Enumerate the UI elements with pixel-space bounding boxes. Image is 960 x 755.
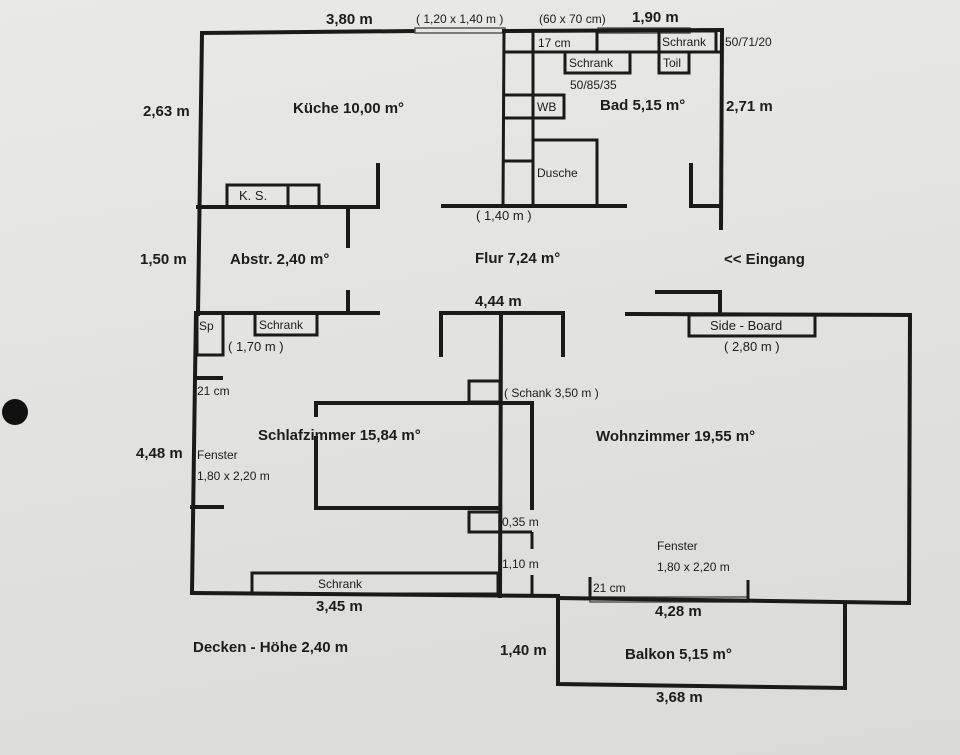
wall-top-left	[199, 28, 418, 36]
wall-schlaf-left-top	[192, 310, 199, 381]
dim-17cm: 17 cm	[538, 36, 571, 50]
bad-window-size: (60 x 70 cm)	[539, 12, 606, 26]
schrank-bad-size: 50/85/35	[570, 78, 617, 92]
sideboard-label: Side - Board	[710, 318, 783, 333]
dim-035: 0,35 m	[502, 515, 539, 529]
dim-bad-height: 2,71 m	[726, 98, 773, 115]
schrank-bad-top-label: Schrank	[662, 35, 707, 49]
sideboard-box	[687, 313, 817, 338]
balkon-outline	[556, 596, 847, 691]
schrank-bad-label: Schrank	[569, 56, 614, 70]
wall-schlaf-left	[189, 375, 198, 596]
dim-21cm-left: 21 cm	[197, 384, 230, 398]
schlaf-window-label: Fenster	[197, 448, 238, 462]
schlaf-window-size: 1,80 x 2,20 m	[197, 469, 270, 483]
schank-top-box	[467, 379, 502, 404]
dim-kueche-height: 2,63 m	[143, 103, 190, 120]
wall-bad-door-jamb	[689, 163, 723, 208]
wall-wohn-right	[906, 312, 913, 606]
room-flur: Flur 7,24 m°	[475, 250, 561, 267]
ceiling-height: Decken - Höhe 2,40 m	[193, 639, 349, 656]
room-schlafzimmer: Schlafzimmer 15,84 m°	[258, 427, 421, 444]
dim-top-right: 1,90 m	[632, 9, 679, 26]
dim-sideboard: ( 2,80 m )	[724, 339, 780, 354]
room-bad: Bad 5,15 m°	[600, 97, 686, 114]
schrank-schlaf-label: Schrank	[318, 577, 363, 591]
toil-box	[657, 50, 691, 75]
dim-21cm-bottom: 21 cm	[593, 581, 626, 595]
dusche-label: Dusche	[537, 166, 578, 180]
dim-sp-schrank: ( 1,70 m )	[228, 339, 284, 354]
wohn-window-label: Fenster	[657, 539, 698, 553]
dim-schlaf-bottom: 3,45 m	[316, 598, 363, 615]
bed-outline	[314, 401, 534, 510]
ks-label: K. S.	[239, 188, 268, 203]
kueche-window	[414, 27, 506, 34]
dim-balkon-bottom: 3,68 m	[656, 689, 703, 706]
wall-bad-right	[718, 27, 725, 231]
schrank-abstr-box	[253, 311, 319, 337]
wall-left-upper	[195, 30, 205, 317]
dim-abstr-height: 1,50 m	[140, 251, 187, 268]
schank-bottom-box	[467, 510, 502, 534]
room-balkon: Balkon 5,15 m°	[625, 646, 732, 663]
room-kueche: Küche 10,00 m°	[293, 100, 405, 117]
dim-schank: ( Schank 3,50 m )	[504, 386, 599, 400]
room-wohnzimmer: Wohnzimmer 19,55 m°	[596, 428, 756, 445]
entrance-label: << Eingang	[724, 251, 805, 268]
room-abstr: Abstr. 2,40 m°	[230, 251, 330, 268]
wall-entrance-stub	[655, 290, 722, 315]
toil-label: Toil	[663, 56, 682, 70]
sp-label: Sp	[199, 319, 214, 333]
schrank-abstr-label: Schrank	[259, 318, 304, 332]
wall-schlaf-wohn-divider	[497, 310, 504, 599]
dim-flur-door: ( 1,40 m )	[476, 208, 532, 223]
ks-box	[225, 183, 321, 209]
punch-hole	[2, 399, 28, 425]
dim-top-left: 3,80 m	[326, 11, 373, 28]
bad-col-1	[501, 30, 506, 207]
wb-label: WB	[537, 100, 557, 114]
dim-balkon-height: 1,40 m	[500, 642, 547, 659]
wb-box	[531, 93, 566, 120]
schrank-schlaf-box	[250, 571, 500, 596]
schrank-bad-top-size: 50/71/20	[725, 35, 772, 49]
dim-flur-width: 4,44 m	[475, 293, 522, 310]
wall-wohn-bottom	[555, 595, 912, 606]
dim-110: 1,10 m	[502, 557, 539, 571]
schrank-bad-box	[563, 50, 632, 75]
dim-wohn-bottom: 4,28 m	[655, 603, 702, 620]
kueche-window-size: ( 1,20 x 1,40 m )	[416, 12, 504, 26]
dim-schlaf-height: 4,48 m	[136, 445, 183, 462]
wohn-window-size: 1,80 x 2,20 m	[657, 560, 730, 574]
